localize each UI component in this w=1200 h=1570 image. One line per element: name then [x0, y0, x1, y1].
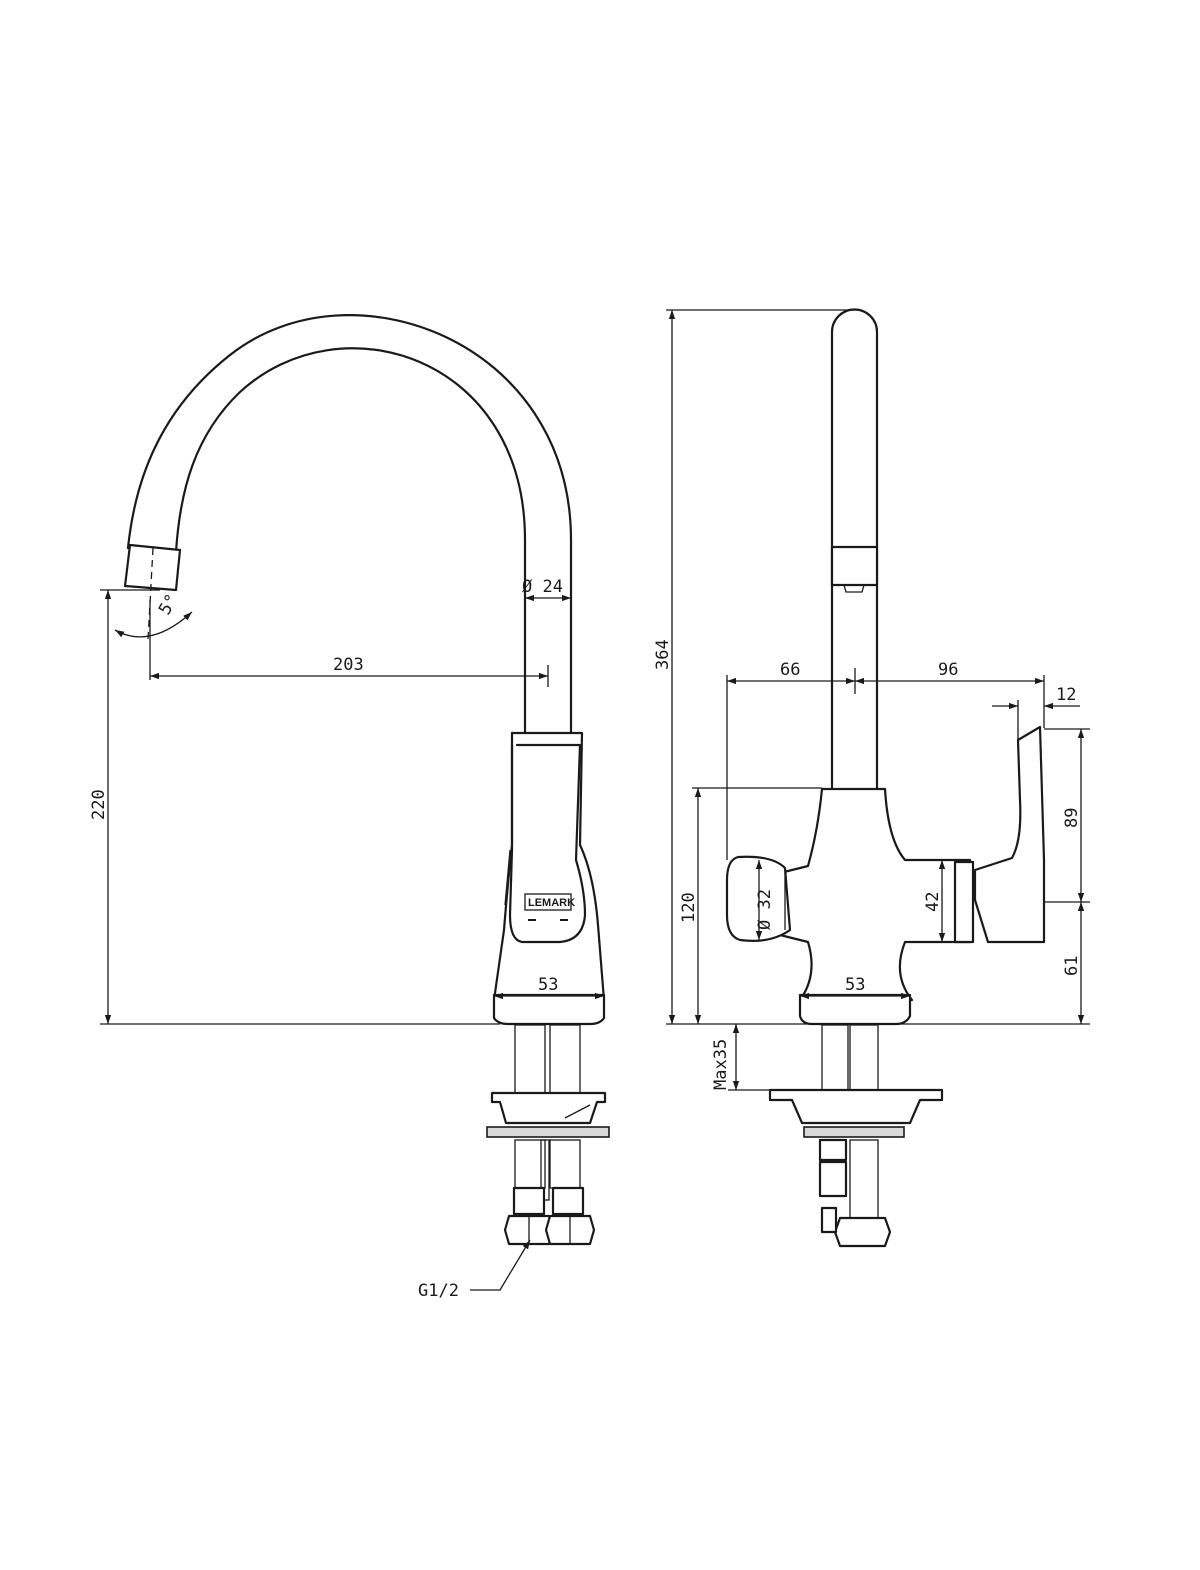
- spout-angle-arc: [114, 611, 193, 638]
- lever-crease: [504, 849, 511, 906]
- right-offset-label: 96: [938, 660, 958, 680]
- side-hose-lower: [849, 1139, 879, 1219]
- aerator: [123, 543, 182, 592]
- side-body-outline: [778, 787, 972, 1002]
- mounting-washer: [490, 1091, 607, 1125]
- side-hose-upper: [849, 1024, 879, 1094]
- fitting-right: [551, 1186, 585, 1216]
- lower-height-label: 61: [1062, 956, 1082, 976]
- brand-logo-plate: [524, 893, 572, 911]
- left-offset-label: 66: [780, 660, 800, 680]
- side-pipe-left: [821, 1024, 849, 1094]
- hose-left-upper: [514, 1024, 546, 1094]
- max-mount-label: Max35: [711, 1039, 731, 1090]
- fitting-left: [512, 1186, 546, 1216]
- cartridge-label: 42: [923, 892, 943, 912]
- handle-tip-label: 12: [1056, 685, 1076, 705]
- hose-right-upper: [549, 1024, 581, 1094]
- side-mounting-plate: [803, 1126, 905, 1138]
- reach-label: 203: [333, 655, 364, 675]
- thread-leader-line: [470, 1239, 531, 1291]
- side-view: 364 66 96 12 89 61 120 Ø 32 42 53 Max35: [653, 308, 1090, 1248]
- mounting-plate: [486, 1126, 610, 1138]
- side-stud-end: [820, 1206, 838, 1234]
- spout-angle-label: 5°: [155, 591, 183, 619]
- front-view: LEMARK Ø 24 5° 203 220: [89, 314, 610, 1301]
- thread-label: G1/2: [418, 1281, 459, 1301]
- side-base-collar: [798, 993, 912, 1026]
- spout-height-label: 220: [89, 789, 109, 820]
- side-hex-nut: [833, 1216, 892, 1248]
- aerator-side-outlet: [843, 584, 865, 593]
- body-height-label: 120: [679, 892, 699, 923]
- handle-height-label: 89: [1062, 808, 1082, 828]
- front-base-width-label: 53: [538, 975, 558, 995]
- aerator-side: [830, 545, 879, 587]
- spout-diameter-label: Ø 24: [522, 577, 563, 597]
- total-height-label: 364: [653, 639, 673, 670]
- handle-collar: [953, 860, 975, 944]
- side-stud-nut: [818, 1138, 848, 1162]
- base-collar: [492, 993, 606, 1026]
- side-base-width-label: 53: [845, 975, 865, 995]
- spout-inner-outline: [174, 347, 527, 735]
- side-mounting-washer: [768, 1088, 944, 1125]
- washer-clip: [564, 1104, 591, 1119]
- side-fitting: [818, 1160, 848, 1198]
- lever-outline: [508, 743, 587, 944]
- spout-outer-outline: [126, 314, 573, 735]
- right-handle: [973, 725, 1046, 944]
- brand-logo: LEMARK: [528, 897, 575, 909]
- hose-right-lower: [549, 1139, 581, 1189]
- knob-diameter-label: Ø 32: [755, 889, 775, 930]
